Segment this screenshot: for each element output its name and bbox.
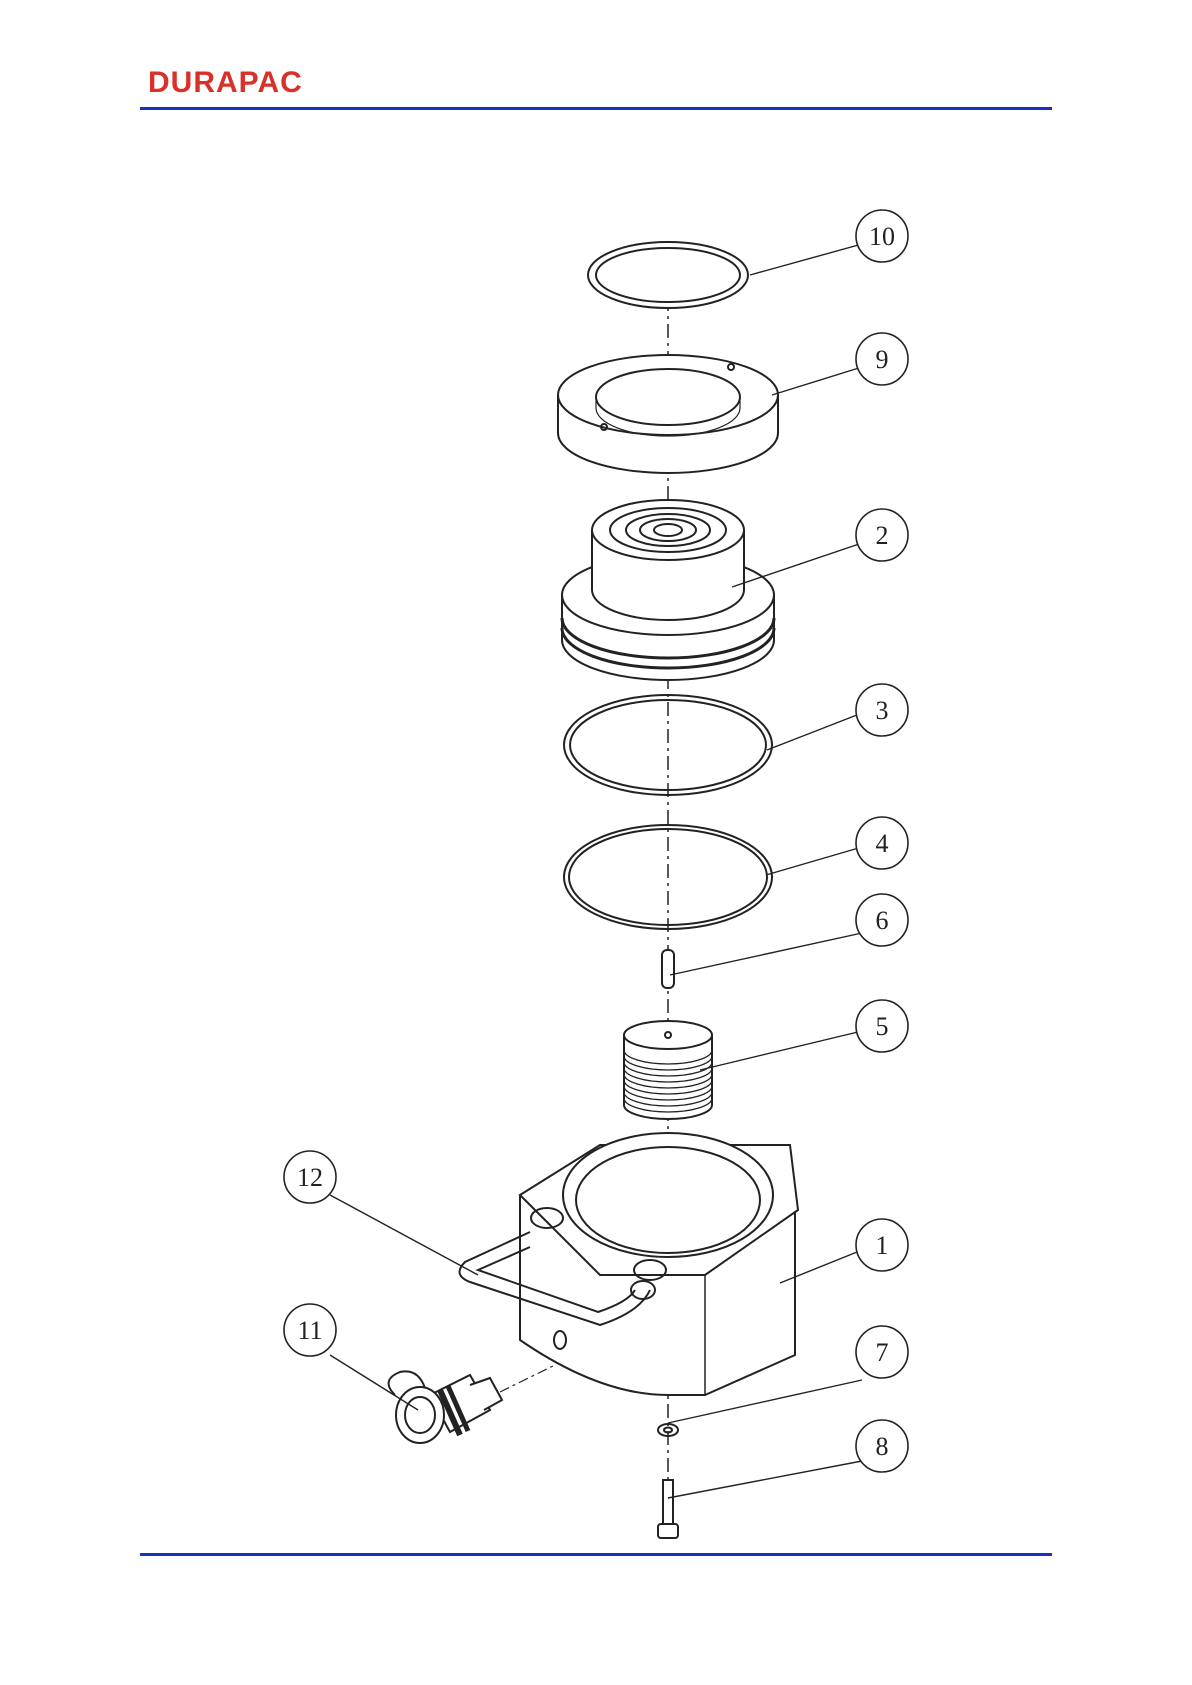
part-11-coupler: [389, 1365, 555, 1443]
callout-9: 9: [876, 345, 889, 374]
callout-2: 2: [876, 521, 889, 550]
callout-11: 11: [297, 1316, 322, 1345]
callout-8: 8: [876, 1432, 889, 1461]
callout-3: 3: [876, 696, 889, 725]
callout-12: 12: [297, 1163, 323, 1192]
callout-4: 4: [876, 829, 889, 858]
part-8-screw: [658, 1480, 678, 1538]
callout-6: 6: [876, 906, 889, 935]
callout-5: 5: [876, 1012, 889, 1041]
callout-7: 7: [876, 1338, 889, 1367]
callout-10: 10: [869, 222, 895, 251]
part-5-threaded-plug: [624, 1021, 712, 1119]
callout-1: 1: [876, 1231, 889, 1260]
part-2-plunger: [562, 500, 774, 680]
part-1-cylinder-body: [520, 1133, 798, 1395]
part-9-stop-ring: [558, 355, 778, 473]
part-10-ring: [588, 242, 748, 308]
part-6-pin: [662, 950, 674, 988]
